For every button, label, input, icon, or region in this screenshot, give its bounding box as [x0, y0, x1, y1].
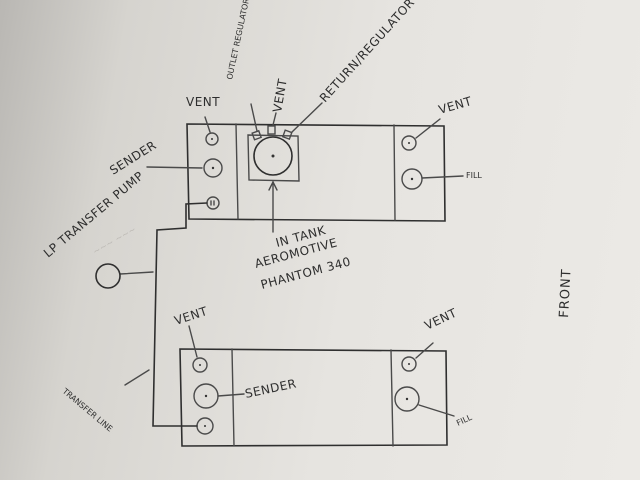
top-tank-outline	[186, 123, 446, 222]
transfer-line-path	[152, 202, 208, 427]
label-fill-top: FILL	[466, 171, 482, 180]
aeromotive-pump-circle	[253, 136, 293, 176]
outlet-port	[251, 129, 263, 141]
label-vent-top-left: VENT	[186, 95, 220, 109]
label-vent-pump: VENT	[270, 77, 290, 113]
top-tank-divider-left	[235, 123, 239, 220]
return-port	[281, 129, 293, 141]
pump-compartment	[247, 134, 300, 182]
label-vent-bottom-right: VENT	[422, 306, 459, 333]
bleed-through-text: ~~~ ~~~	[92, 225, 139, 258]
bottom-tank-divider-left	[231, 348, 235, 447]
pump-center-dot	[271, 154, 275, 158]
bottom-tank	[179, 348, 448, 447]
vent-port	[267, 125, 276, 135]
label-outlet-regulator: OUTLET REGULATOR	[225, 0, 251, 80]
label-front: FRONT	[557, 268, 575, 318]
transfer-line	[95, 202, 208, 427]
pump-branch-line	[119, 271, 154, 275]
sender-fitting-top	[203, 158, 223, 178]
top-tank	[186, 123, 446, 222]
label-transfer-line: TRANSFER LINE	[60, 386, 114, 434]
vent-fitting-top-left	[205, 132, 219, 146]
lp-transfer-pump-circle	[95, 263, 121, 289]
fill-fitting-top	[401, 168, 423, 190]
label-sender-bottom: SENDER	[244, 376, 298, 401]
label-fill-bottom: FILL	[455, 413, 474, 428]
vent-fitting-bottom-left	[192, 357, 208, 373]
top-tank-divider-right	[393, 124, 396, 221]
bottom-tank-outline	[179, 348, 448, 447]
label-vent-bottom-left: VENT	[173, 304, 210, 328]
label-lp-transfer-pump: LP TRANSFER PUMP	[41, 169, 146, 261]
vent-fitting-bottom-right	[401, 356, 417, 372]
transfer-fitting-top	[206, 196, 220, 210]
bottom-tank-divider-right	[390, 349, 394, 447]
leader-lines	[124, 102, 464, 417]
label-return-regulator: RETURN/REGULATOR	[317, 0, 418, 105]
vent-fitting-top-right	[401, 135, 417, 151]
label-vent-top-right: VENT	[437, 94, 474, 117]
fill-fitting-bottom	[394, 386, 420, 412]
